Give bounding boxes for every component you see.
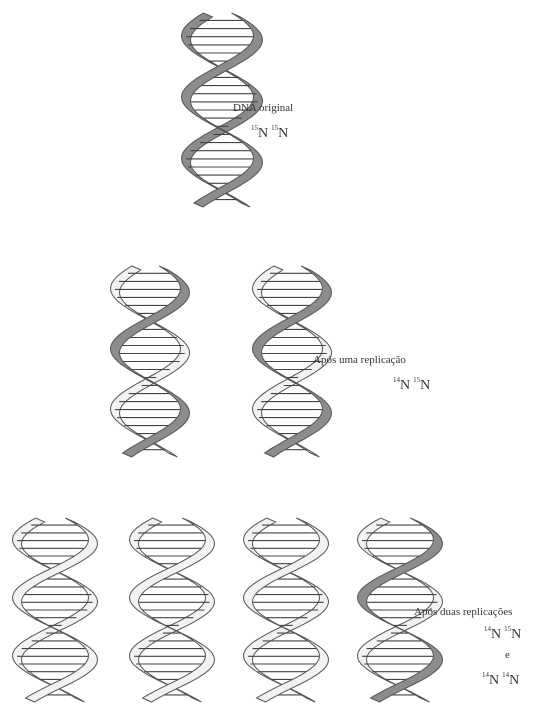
stage-title-second-replication: Após duas replicações xyxy=(414,606,512,618)
helix-second-replication-3 xyxy=(244,518,329,702)
helix-second-replication-2 xyxy=(130,518,215,702)
helix-first-replication-1 xyxy=(111,266,190,457)
helix-second-replication-1 xyxy=(13,518,98,702)
stage-title-first-replication: Após uma replicação xyxy=(313,354,406,366)
conjunction-e: e xyxy=(505,649,510,661)
stage-title-original: DNA original xyxy=(233,102,293,114)
